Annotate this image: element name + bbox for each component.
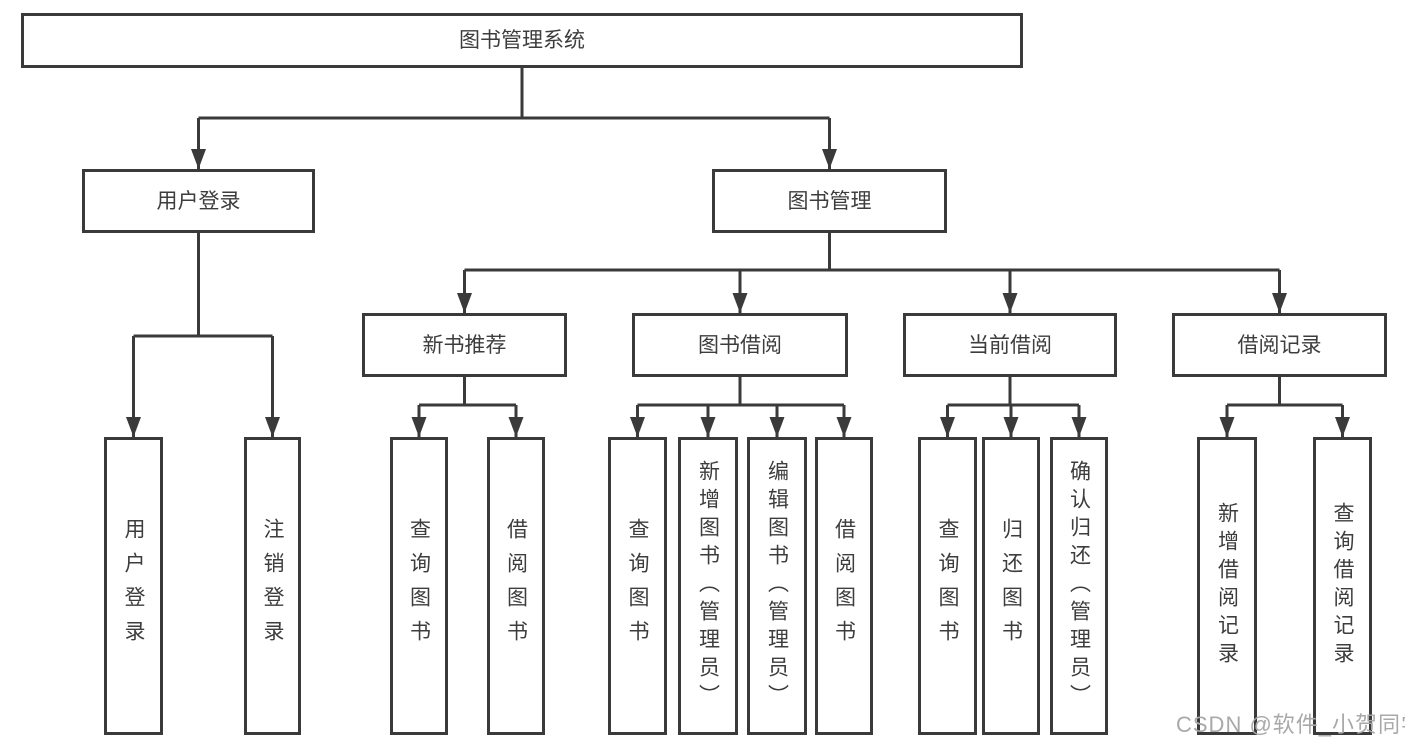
leaf-logout: 注销登录 — [244, 437, 301, 735]
leaf-query-books-current-label: 查询图书 — [936, 518, 959, 654]
node-current-borrowing-label: 当前借阅 — [968, 333, 1052, 357]
node-library-system-label: 图书管理系统 — [459, 29, 585, 52]
leaf-borrow-books-label: 借阅图书 — [832, 518, 856, 654]
leaf-add-borrow-record: 新增借阅记录 — [1197, 437, 1257, 735]
node-user-login: 用户登录 — [82, 169, 315, 233]
leaf-edit-books-admin: 编辑图书（管理员） — [747, 437, 807, 735]
node-book-management-label: 图书管理 — [787, 189, 872, 213]
leaf-add-borrow-record-label: 新增借阅记录 — [1215, 502, 1239, 670]
leaf-borrow-books-recommend: 借阅图书 — [487, 437, 545, 735]
node-current-borrowing: 当前借阅 — [903, 313, 1117, 377]
leaf-borrow-books-recommend-label: 借阅图书 — [504, 518, 528, 654]
leaf-query-books-borrow-label: 查询图书 — [626, 518, 649, 654]
leaf-edit-books-admin-label: 编辑图书（管理员） — [765, 460, 789, 712]
node-new-book-recommend-label: 新书推荐 — [422, 333, 507, 357]
node-user-login-label: 用户登录 — [156, 189, 241, 213]
leaf-add-books-admin-label: 新增图书（管理员） — [696, 460, 720, 712]
node-borrow-records-label: 借阅记录 — [1237, 333, 1322, 357]
leaf-query-books-current: 查询图书 — [918, 437, 977, 735]
leaf-query-books-borrow: 查询图书 — [608, 437, 667, 735]
leaf-user-login-label: 用户登录 — [122, 518, 145, 654]
leaf-return-books-label: 归还图书 — [999, 518, 1023, 654]
node-book-borrowing-label: 图书借阅 — [698, 333, 782, 357]
node-book-borrowing: 图书借阅 — [632, 313, 848, 377]
node-borrow-records: 借阅记录 — [1172, 313, 1387, 377]
leaf-query-books-recommend-label: 查询图书 — [407, 518, 431, 654]
leaf-query-books-recommend: 查询图书 — [390, 437, 448, 735]
csdn-watermark: CSDN @软件_小贺同学 — [1176, 712, 1405, 737]
leaf-return-books: 归还图书 — [982, 437, 1040, 735]
node-library-system: 图书管理系统 — [21, 13, 1023, 68]
leaf-query-borrow-record-label: 查询借阅记录 — [1331, 502, 1354, 670]
leaf-logout-label: 注销登录 — [261, 518, 284, 654]
leaf-add-books-admin: 新增图书（管理员） — [678, 437, 738, 735]
leaf-query-borrow-record: 查询借阅记录 — [1313, 437, 1372, 735]
leaf-user-login: 用户登录 — [104, 437, 163, 735]
leaf-borrow-books: 借阅图书 — [815, 437, 873, 735]
leaf-confirm-return-admin-label: 确认归还（管理员） — [1067, 460, 1091, 712]
leaf-confirm-return-admin: 确认归还（管理员） — [1050, 437, 1108, 735]
node-book-management: 图书管理 — [712, 169, 947, 233]
node-new-book-recommend: 新书推荐 — [362, 313, 567, 377]
